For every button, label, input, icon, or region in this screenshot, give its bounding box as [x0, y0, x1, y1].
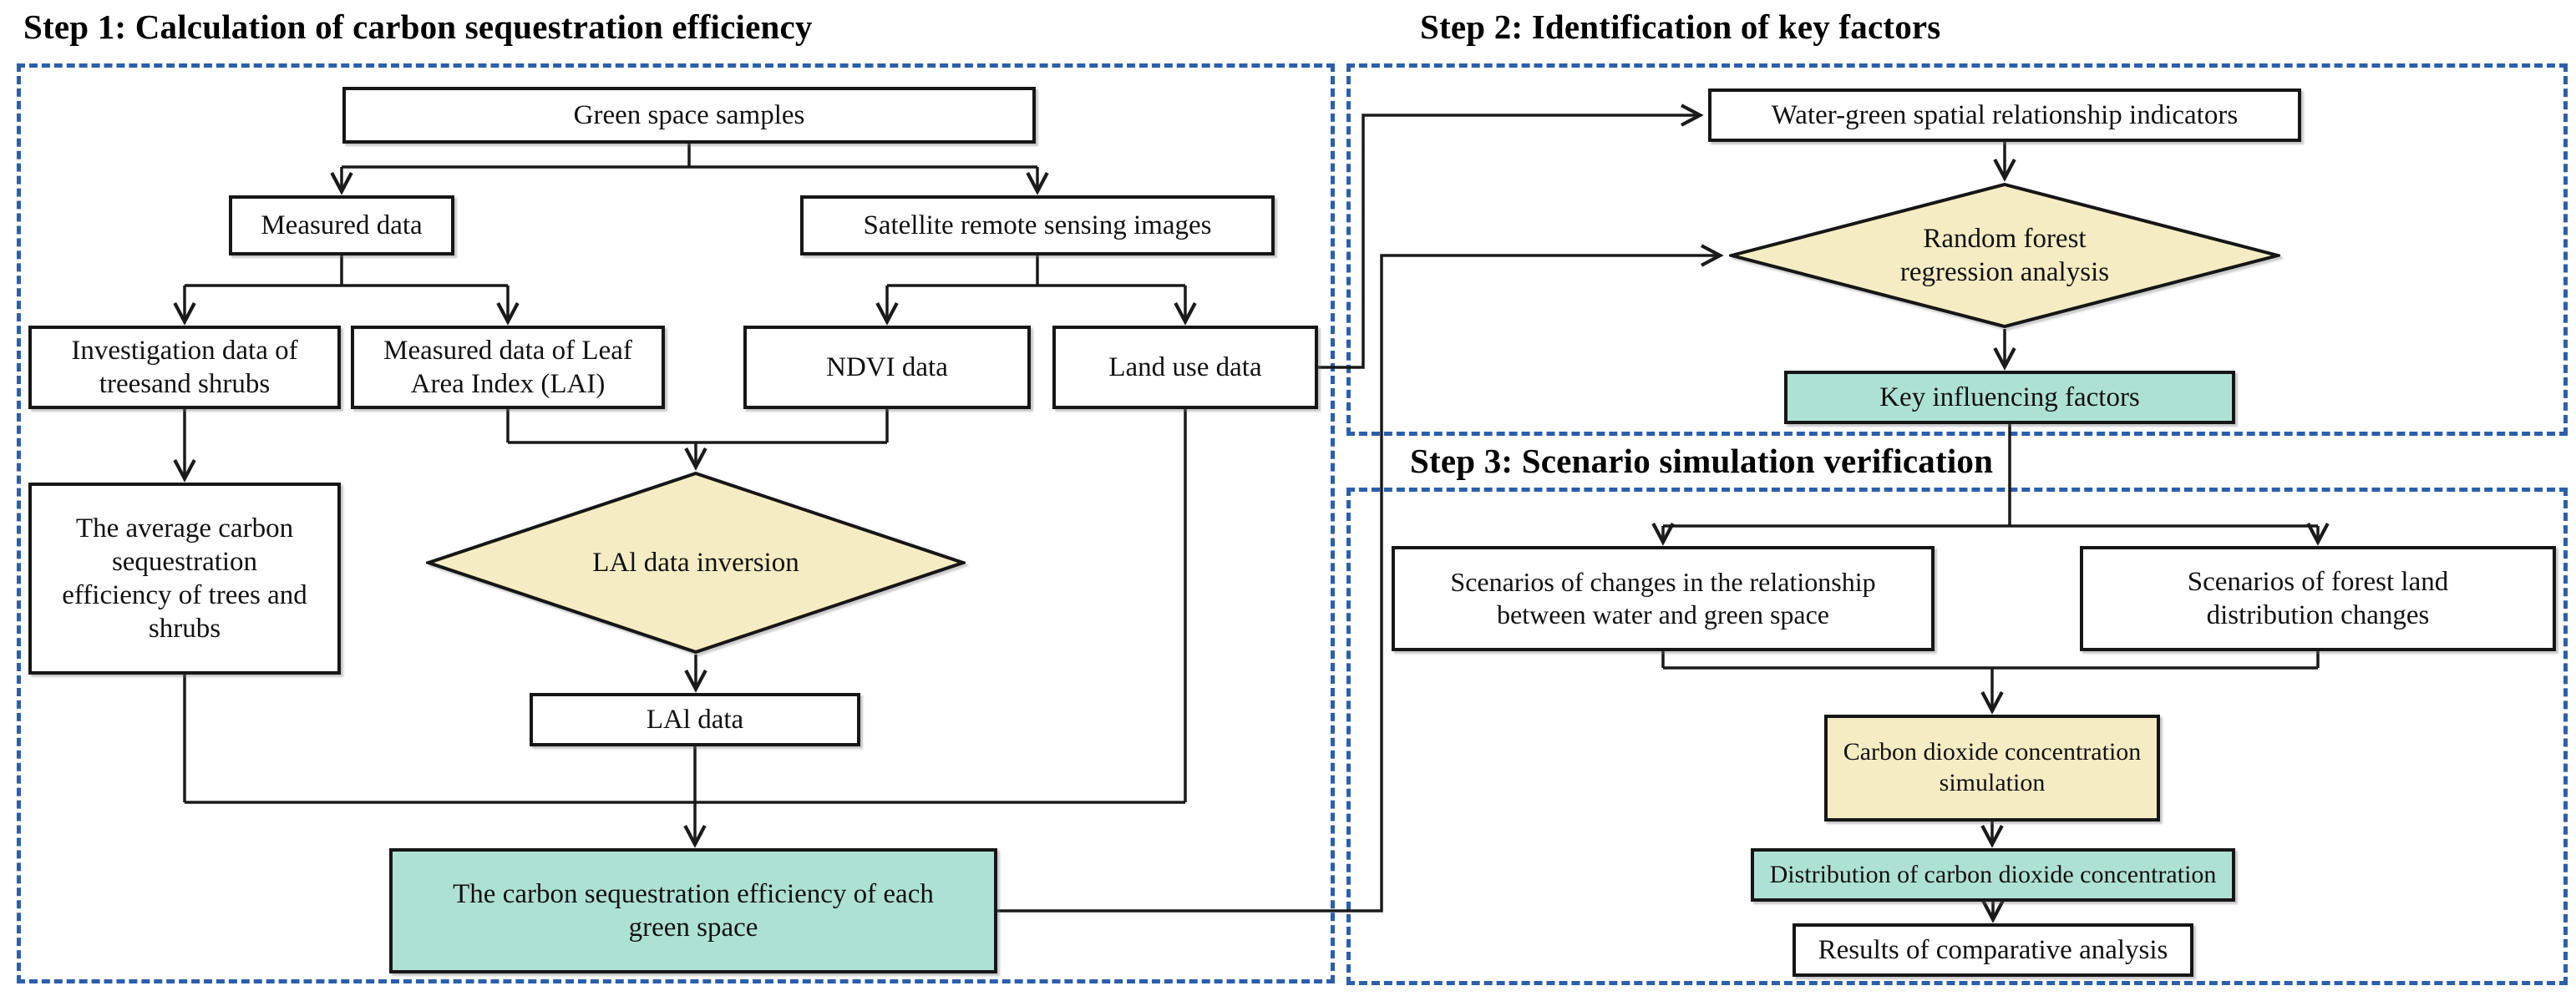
node-scenario-water-green-changes: Scenarios of changes in the relationship… [1392, 546, 1935, 651]
random-forest-label: Random forest regression analysis [1899, 223, 2110, 287]
node-carbon-efficiency-each-green-space: The carbon sequestration efficiency of e… [389, 848, 997, 973]
step2-title: Step 2: Identification of key factors [1420, 8, 1941, 46]
node-co2-concentration-simulation: Carbon dioxide concentration simulation [1824, 715, 2160, 822]
node-land-use-data: Land use data [1052, 326, 1318, 409]
step3-title: Step 3: Scenario simulation verification [1410, 442, 1994, 480]
node-water-green-indicators: Water-green spatial relationship indicat… [1708, 88, 2301, 142]
node-comparative-analysis-results: Results of comparative analysis [1793, 923, 2193, 977]
step1-title: Step 1: Calculation of carbon sequestrat… [23, 8, 813, 46]
node-lai-data: LAl data [530, 693, 860, 746]
node-scenario-forest-land-changes: Scenarios of forest land distribution ch… [2080, 546, 2556, 651]
node-co2-concentration-distribution: Distribution of carbon dioxide concentra… [1751, 848, 2235, 902]
node-measured-lai-data: Measured data of Leaf Area Index (LAI) [351, 326, 665, 409]
node-measured-data: Measured data [229, 195, 454, 255]
random-forest-diamond: Random forest regression analysis [1729, 182, 2280, 329]
diamond-shape-icon [426, 471, 966, 655]
lai-inversion-label: LAl data inversion [592, 547, 799, 578]
node-ndvi-data: NDVI data [743, 326, 1031, 409]
lai-inversion-diamond: LAl data inversion [426, 471, 966, 655]
node-investigation-data: Investigation data of treesand shrubs [28, 326, 341, 409]
node-key-influencing-factors: Key influencing factors [1784, 371, 2235, 424]
diamond-shape-icon [1729, 182, 2280, 329]
node-green-space-samples: Green space samples [342, 87, 1036, 144]
node-satellite-remote-sensing-images: Satellite remote sensing images [800, 195, 1275, 255]
node-average-carbon-efficiency: The average carbon sequestration efficie… [28, 483, 341, 675]
